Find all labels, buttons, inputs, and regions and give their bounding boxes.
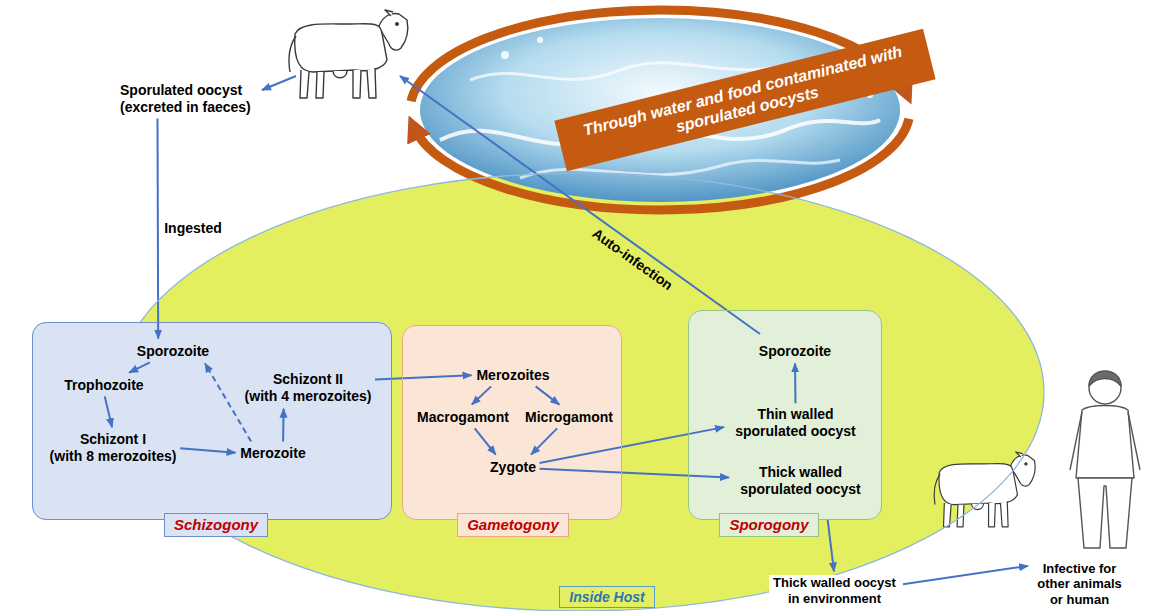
stage-name: Sporozoite: [758, 343, 832, 360]
flow-arrow: [180, 448, 236, 452]
stage-text: Merozoite: [240, 445, 307, 462]
flow-arrow: [105, 396, 112, 427]
stage-text: Thin walled sporulated oocyst: [728, 406, 863, 440]
stage-text: Thick walled oocyst in environment: [769, 575, 900, 606]
stage-tag: Sporogony: [719, 513, 818, 537]
stage-text: Sporozoite: [758, 343, 832, 360]
stage-text: Infective for other animals or human: [1032, 561, 1127, 608]
label-holder: Auto-infection: [589, 225, 676, 294]
flow-arrow: [903, 566, 1028, 584]
human-arm: [1128, 412, 1140, 470]
stage-name: Merozoite: [240, 445, 307, 462]
flow-arrow: [375, 375, 472, 379]
shape-fill: [688, 310, 882, 520]
cow-figure: [289, 10, 408, 98]
stage-name: Merozoites: [476, 367, 551, 384]
flow-arrow: [282, 409, 285, 442]
human-head: [1089, 372, 1121, 404]
banner-text: Through water and food contaminated with…: [568, 39, 923, 162]
flow-arrow: [475, 428, 496, 454]
shape-fill: [402, 325, 622, 520]
stage-text: Macrogamont: [417, 409, 510, 426]
flow-arrow: [536, 386, 560, 404]
stage-label: Inside Host: [569, 589, 644, 606]
stage-label: Sporogony: [729, 516, 808, 534]
stage-name: Thin walled sporulated oocyst: [728, 406, 863, 440]
flow-arrow: [157, 119, 160, 339]
stage-label: Gametogony: [467, 516, 559, 534]
box-fill: [32, 322, 392, 520]
stage-tag: Schizogony: [164, 513, 268, 537]
stage-name: Trophozoite: [64, 377, 145, 394]
edge-label: Ingested: [162, 220, 224, 237]
flow-arrow: [472, 386, 491, 404]
stage-text: Zygote: [490, 459, 537, 476]
stage-name: Microgamont: [525, 409, 614, 426]
box-fill: [688, 310, 882, 520]
stage-name: Zygote: [490, 459, 537, 476]
stage-name: Thick walled oocyst in environment: [769, 575, 900, 606]
excretion-arrow: [262, 76, 296, 90]
flow-arrow: [828, 520, 834, 571]
stage-name: Schizont II: [244, 371, 372, 388]
stage-text: Thick walled sporulated oocyst: [733, 464, 868, 498]
stage-text: Sporozoite: [136, 343, 210, 360]
box-fill: [402, 325, 622, 520]
stage-name: Infective for other animals or human: [1032, 561, 1127, 608]
flow-arrow: [531, 428, 557, 454]
stage-tag: Gametogony: [457, 513, 569, 537]
water-drop: [501, 51, 509, 59]
stage-box: SporogonySporozoiteThin walled sporulate…: [688, 310, 882, 520]
stage-text: Merozoites: [476, 367, 551, 384]
stage-name: (with 8 merozoites): [49, 448, 177, 465]
stage-text: Microgamont: [525, 409, 614, 426]
stage-text: Schizont II(with 4 merozoites): [244, 371, 372, 405]
shape-fill: [32, 322, 392, 520]
stage-box: SchizogonySporozoiteTrophozoiteSchizont …: [32, 322, 392, 520]
flow-arrow: [540, 469, 730, 478]
stage-label: Schizogony: [174, 516, 258, 534]
human-legs: [1078, 478, 1132, 548]
flow-arrow: [794, 363, 796, 403]
stage-name: Thick walled sporulated oocyst: [733, 464, 868, 498]
shape-fill: [116, 173, 1044, 611]
human-figure: [1070, 371, 1140, 548]
flow-arrow: [540, 427, 725, 463]
stage-text: Schizont I(with 8 merozoites): [49, 431, 177, 465]
stage-name: (with 4 merozoites): [244, 388, 372, 405]
human-arm: [1070, 412, 1082, 470]
stage-name: Macrogamont: [417, 409, 510, 426]
flow-arrow: [129, 362, 150, 372]
label-holder: Ingested: [162, 220, 224, 237]
human-torso: [1076, 406, 1134, 479]
stage-text: Sporulated oocyst (excreted in faeces): [120, 82, 270, 116]
water-drop: [537, 37, 543, 43]
annotation: Auto-infection: [589, 225, 676, 294]
stage-box: GametogonyMerozoitesMacrogamontMicrogamo…: [402, 325, 622, 520]
host-outline-path: [116, 173, 1044, 611]
stage-name: Schizont I: [49, 431, 177, 448]
stage-name: Sporulated oocyst (excreted in faeces): [120, 82, 270, 116]
stage-text: Trophozoite: [64, 377, 145, 394]
cow-figure: [934, 452, 1035, 527]
flow-arrow: [205, 363, 251, 441]
host-fill: [116, 173, 1044, 611]
host-ellipse: Inside HostSchizogonySporozoiteTrophozoi…: [115, 172, 1045, 611]
stage-name: Sporozoite: [136, 343, 210, 360]
human-hair: [1089, 371, 1121, 386]
route-banner: Through water and food contaminated with…: [554, 29, 935, 172]
stage-tag: Inside Host: [559, 586, 654, 609]
